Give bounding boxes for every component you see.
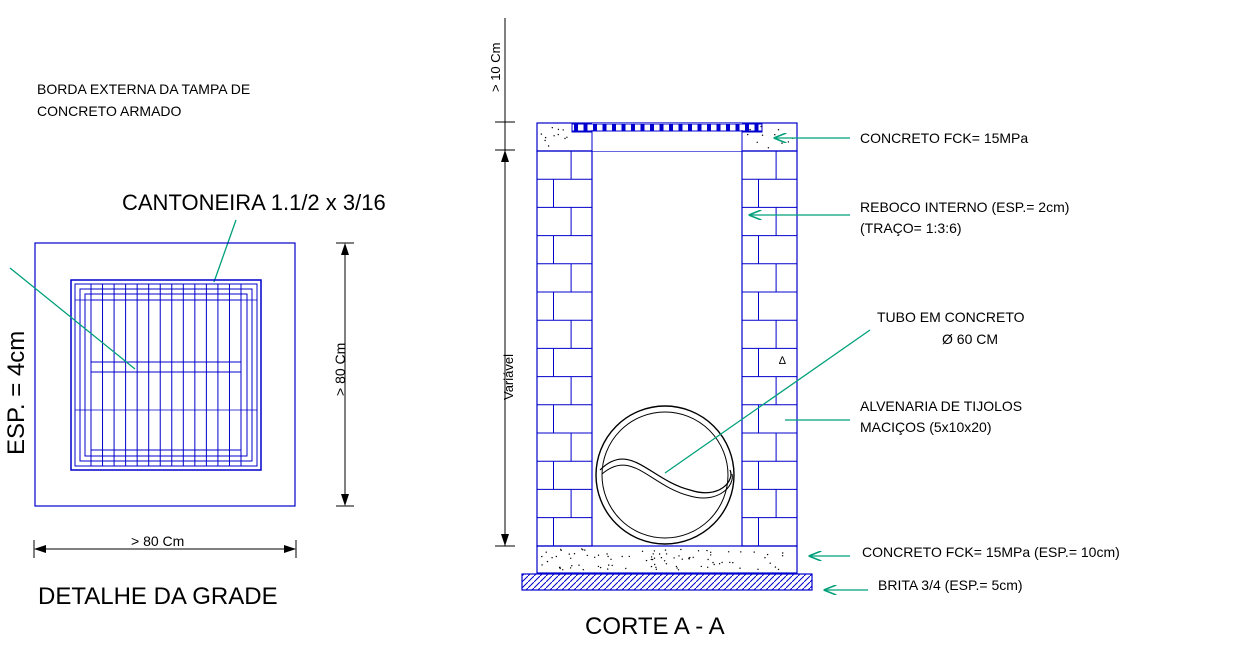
pipe-label-line1: TUBO EM CONCRETO (877, 309, 1025, 325)
border-note-line2: CONCRETO ARMADO (37, 103, 182, 119)
width-dimension: > 80 Cm (33, 533, 297, 558)
border-note-line1: BORDA EXTERNA DA TAMPA DE (37, 81, 250, 97)
concrete-base-label: CONCRETO FCK= 15MPa (ESP.= 10cm) (862, 544, 1120, 560)
height-dimension: > 80 Cm (332, 242, 354, 507)
gravel-label: BRITA 3/4 (ESP.= 5cm) (878, 577, 1023, 593)
variable-dim-label: Variável (501, 354, 516, 400)
section-aa: > 10 Cm Variável ∆ (488, 18, 1120, 640)
base-concrete (536, 545, 798, 574)
plaster-label-line1: REBOCO INTERNO (ESP.= 2cm) (860, 199, 1069, 215)
angle-label: CANTONEIRA 1.1/2 x 3/16 (122, 190, 386, 215)
grate (70, 279, 262, 471)
top-slab (536, 122, 798, 152)
svg-text:∆: ∆ (779, 355, 786, 367)
lid-outer-border (34, 242, 296, 507)
concrete-texture (541, 548, 784, 571)
masonry-label-line1: ALVENARIA DE TIJOLOS (860, 398, 1022, 414)
thickness-label: ESP. = 4cm (3, 331, 30, 455)
masonry-label-line2: MACIÇOS (5x10x20) (860, 419, 991, 435)
grade-detail: BORDA EXTERNA DA TAMPA DE CONCRETO ARMAD… (3, 81, 386, 610)
top-dim-label: > 10 Cm (488, 43, 503, 93)
concrete-pipe (595, 405, 735, 545)
section-title: CORTE A - A (585, 613, 725, 640)
gravel-layer (521, 573, 813, 591)
pipe-leader (664, 329, 871, 474)
concrete-top-label: CONCRETO FCK= 15MPa (860, 130, 1028, 146)
pipe-label-line2: Ø 60 CM (942, 331, 998, 347)
variable-dimension: Variável (495, 150, 516, 547)
width-dim-label: > 80 Cm (131, 533, 184, 549)
plaster-label-line2: (TRAÇO= 1:3:6) (860, 220, 962, 236)
angle-leader (213, 219, 237, 283)
height-dim-label: > 80 Cm (332, 343, 348, 396)
right-brick-wall (741, 150, 798, 547)
left-brick-wall (536, 150, 593, 547)
grade-title: DETALHE DA GRADE (38, 583, 278, 610)
top-dimension: > 10 Cm (488, 18, 515, 151)
thickness-leader (9, 267, 136, 370)
